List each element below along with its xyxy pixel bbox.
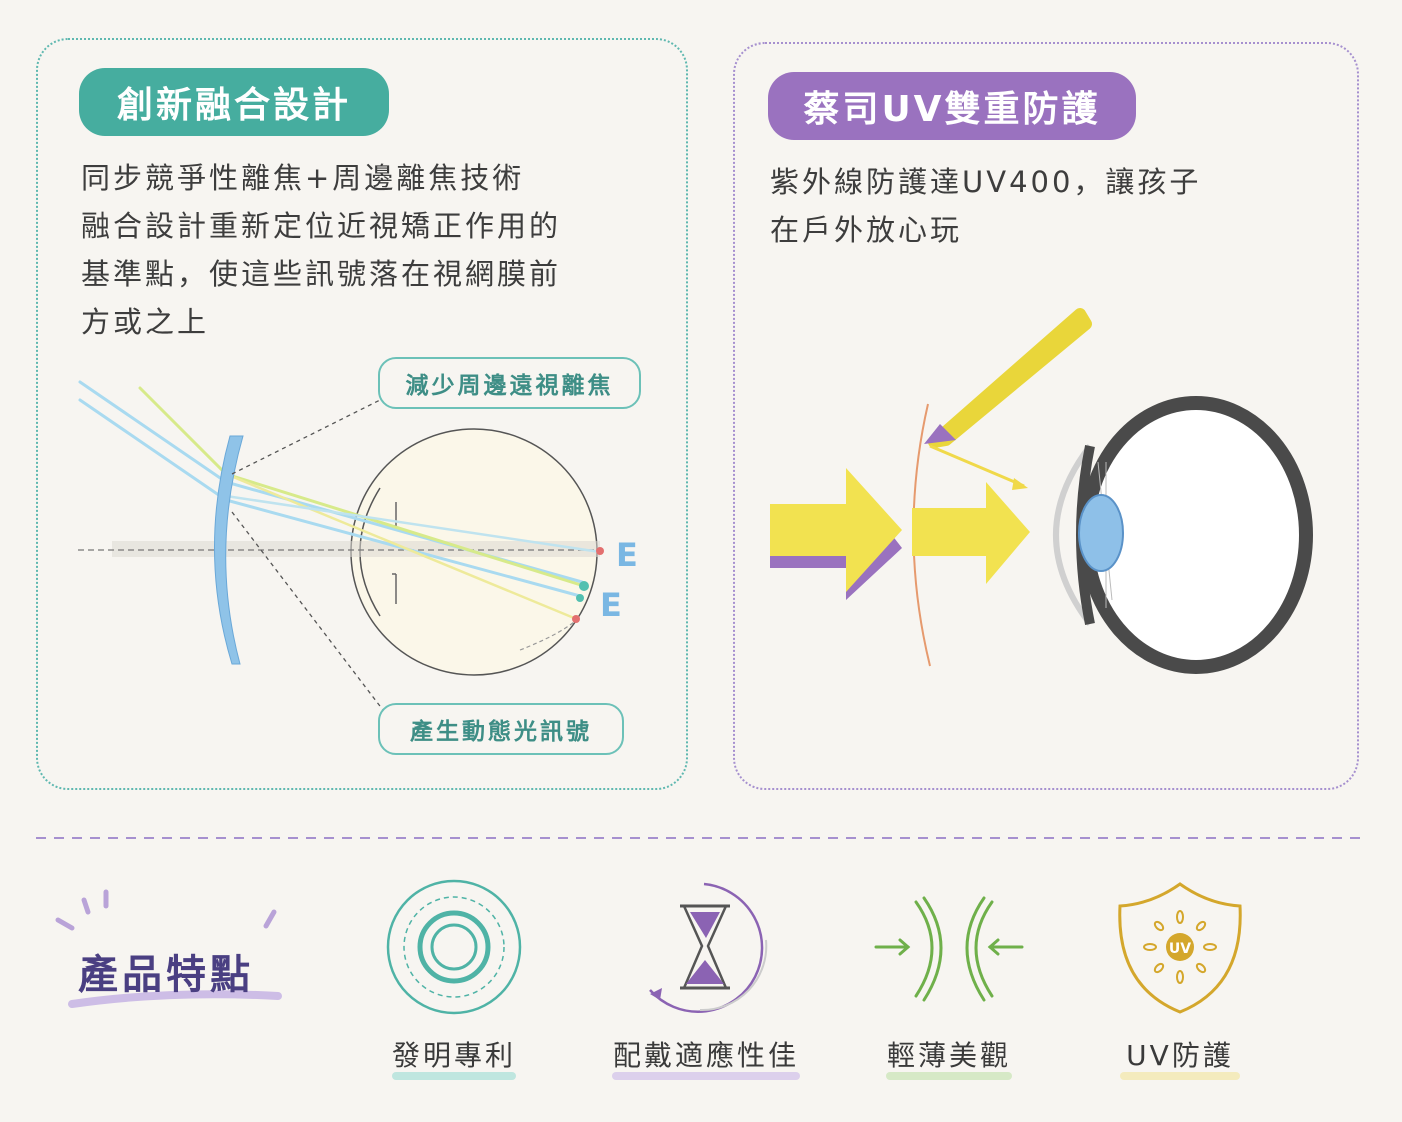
- feature-label: 發明專利: [392, 1039, 517, 1072]
- feature-comfort: 配戴適應性佳: [612, 1034, 800, 1080]
- reflected-ray: [929, 444, 1025, 488]
- thin-lens-icon: [874, 896, 1024, 1002]
- uv-badge-text: UV: [1169, 941, 1191, 957]
- retina-letter: E: [616, 536, 638, 574]
- retina-letter: E: [600, 586, 622, 624]
- callout-connector: [231, 399, 381, 475]
- feature-patent: 發明專利: [392, 1034, 517, 1080]
- focal-point: [596, 547, 604, 555]
- focal-point: [572, 615, 580, 623]
- description-line: 方或之上: [81, 305, 210, 339]
- dynamic-light-signal-callout: 產生動態光訊號: [378, 703, 624, 755]
- feature-label: 輕薄美觀: [886, 1039, 1011, 1072]
- callout-connector: [231, 511, 387, 715]
- features-heading: 產品特點: [78, 952, 254, 998]
- eye-lens: [1078, 494, 1124, 572]
- spectacle-lens: [214, 435, 244, 665]
- concentric-rings-icon: [386, 879, 522, 1015]
- description-line: 同步競爭性離焦+周邊離焦技術: [81, 161, 525, 195]
- uv-protection-panel: [733, 42, 1359, 790]
- description-line: 紫外線防護達UV400，讓孩子: [770, 165, 1202, 199]
- lens-eye-diagram: E E: [78, 380, 638, 715]
- sparkle-icon: [55, 889, 277, 931]
- hourglass-icon: [649, 882, 768, 1013]
- uv-shield-icon: UV: [1118, 882, 1242, 1014]
- light-arrow: [912, 482, 1030, 584]
- feature-uv: UV防護: [1120, 1034, 1240, 1080]
- focal-point: [579, 581, 589, 591]
- light-arrow: [770, 468, 902, 592]
- uv-protection-description: 紫外線防護達UV400，讓孩子 在戶外放心玩: [770, 158, 1330, 254]
- description-line: 融合設計重新定位近視矯正作用的: [81, 209, 562, 243]
- heading-underline: [68, 990, 282, 1008]
- fusion-design-title: 創新融合設計: [79, 68, 389, 136]
- optical-axis-band: [112, 541, 600, 557]
- feature-label: UV防護: [1126, 1039, 1234, 1072]
- uv-protection-diagram: [770, 308, 1313, 674]
- description-line: 基準點，使這些訊號落在視網膜前: [81, 257, 562, 291]
- fusion-design-panel: [36, 38, 688, 790]
- peripheral-defocus-callout: 減少周邊遠視離焦: [378, 357, 641, 409]
- feature-thin: 輕薄美觀: [886, 1034, 1012, 1080]
- feature-label: 配戴適應性佳: [612, 1039, 799, 1072]
- eye-cornea: [1053, 444, 1093, 626]
- uv-ray-arrowhead: [924, 424, 956, 444]
- uv-protection-title: 蔡司UV雙重防護: [768, 72, 1136, 140]
- description-line: 在戶外放心玩: [770, 213, 963, 247]
- fusion-design-description: 同步競爭性離焦+周邊離焦技術 融合設計重新定位近視矯正作用的 基準點，使這些訊號…: [81, 154, 641, 346]
- focal-point: [576, 594, 584, 602]
